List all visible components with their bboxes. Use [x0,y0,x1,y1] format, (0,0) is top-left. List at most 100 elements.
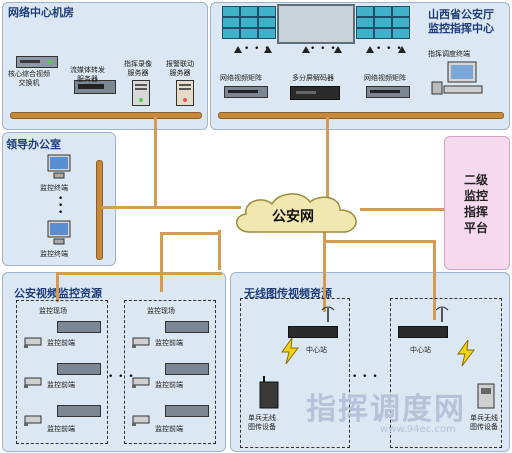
monitoring-site-2: 监控现场 监控前端 监控前端 监控前端 [124,300,216,444]
ellipsis-vertical-icon: ••• [58,194,65,218]
platform-line-2: 监控 [463,189,488,203]
recording-server-icon [132,80,150,106]
device-label-3: 指挥录像 服务器 [124,60,152,78]
antenna-icon [321,306,335,322]
office-bus [96,160,103,260]
command-center-bus [218,112,504,119]
platform-line-1: 二级 [463,173,488,187]
wireless-group-1 [240,298,350,448]
video-matrix-right-icon [366,86,410,98]
site-1-switch-icon [57,321,101,333]
central-station-2-label: 中心站 [410,346,431,354]
alarm-server-icon [176,80,194,106]
central-station-2-icon [398,326,448,338]
wall-cell [222,6,240,17]
core-video-switch-icon [16,56,58,68]
device-label-4: 报警联动 服务器 [166,60,194,78]
up-arrow-icon [302,46,310,53]
wall-cell [356,6,374,17]
site-1-title: 监控现场 [39,307,67,315]
camera-icon [132,377,150,388]
site-1-front-label-3: 监控前端 [47,425,75,433]
up-arrow-icon [234,46,242,53]
site-2-title: 监控现场 [147,307,175,315]
device-label-4-line2: 服务器 [169,69,191,77]
site-2-switch-icon [165,363,209,375]
police-network-label: 公安网 [272,209,314,225]
wire-cloud-down-mid [160,232,220,235]
wall-cell [222,28,240,39]
dispatch-terminal-icon [431,61,483,95]
site-2-front-label-2: 监控前端 [155,381,183,389]
secondary-platform-label: 二级 监控 指挥 平台 [456,172,496,236]
matrix-right-label: 网络视频矩阵 [364,74,406,82]
office-terminal-icon-2 [47,220,71,245]
matrix-left-label: 网络视频矩阵 [220,74,262,82]
data-center-title: 网络中心机房 [8,6,74,19]
office-terminal-label-2: 监控终端 [40,250,68,258]
device-label-2-line1: 流媒体转发 [70,66,105,74]
wire-left-site-down [160,232,163,292]
lightning-icon [281,338,299,364]
secondary-platform-panel [444,136,510,270]
monitoring-site-1: 监控现场 监控前端 监控前端 监控前端 [16,300,108,444]
wall-cell [356,17,374,28]
site-1-switch-icon [57,405,101,417]
soldier-device-1-icon [259,376,279,409]
wall-cell [374,28,392,39]
site-1-front-label-2: 监控前端 [47,381,75,389]
device-label-3-line2: 服务器 [127,69,149,77]
wire-to-cloud-left [101,206,241,209]
camera-icon [24,377,42,388]
site-2-front-label-1: 监控前端 [155,339,183,347]
up-arrow-icon [398,46,406,53]
decoder-icon [290,86,340,100]
leadership-office-title: 领导办公室 [6,138,61,151]
device-label-1: 核心综合视频 交换机 [8,70,50,88]
dispatch-terminal-label: 指挥调度终端 [428,50,470,58]
wall-cell [240,28,258,39]
wireless-group-2 [390,298,502,448]
device-label-3-line1: 指挥录像 [124,60,152,68]
site-1-front-label-1: 监控前端 [47,339,75,347]
site-1-switch-icon [57,363,101,375]
video-wall-main-screen [277,4,355,44]
wall-cell [240,17,258,28]
wireless-resources-title: 无线图传视频资源 [244,287,332,300]
soldier-device-2-label: 单兵无线 图传设备 [470,414,498,432]
site-2-front-label-3: 监控前端 [155,425,183,433]
device-label-1-line2: 交换机 [18,79,40,87]
wire-site-left-down [56,272,59,302]
wire-right-station-down [433,240,436,320]
camera-icon [132,337,150,348]
wire-to-platform [360,208,444,211]
soldier-device-1-line1: 单兵无线 [248,414,276,422]
central-station-1-label: 中心站 [306,346,327,354]
soldier-device-2-icon [477,383,495,409]
data-center-bus [10,112,202,119]
ellipsis-icon: • • • [244,44,271,54]
platform-line-3: 指挥 [463,205,488,219]
wall-cell [392,17,410,28]
up-arrow-icon [334,46,342,53]
streaming-server-icon [74,80,116,94]
wire-datacenter-down [154,117,157,209]
lightning-icon [457,340,475,366]
device-label-4-line1: 报警联动 [166,60,194,68]
office-terminal-icon-1 [47,154,71,179]
wall-cell [356,28,374,39]
wire-command-down [326,117,329,197]
ellipsis-icon: • • • [352,372,379,382]
soldier-device-1-line2: 图传设备 [248,423,276,431]
camera-icon [24,337,42,348]
wall-cell [374,17,392,28]
soldier-device-2-line2: 图传设备 [470,423,498,431]
soldier-device-2-line1: 单兵无线 [470,414,498,422]
wall-cell [258,17,276,28]
central-station-1-icon [288,326,338,338]
device-label-2: 流媒体转发 服务器 [70,66,105,84]
camera-icon [24,415,42,426]
video-matrix-left-icon [224,86,268,98]
device-label-2-line2: 服务器 [77,75,98,83]
